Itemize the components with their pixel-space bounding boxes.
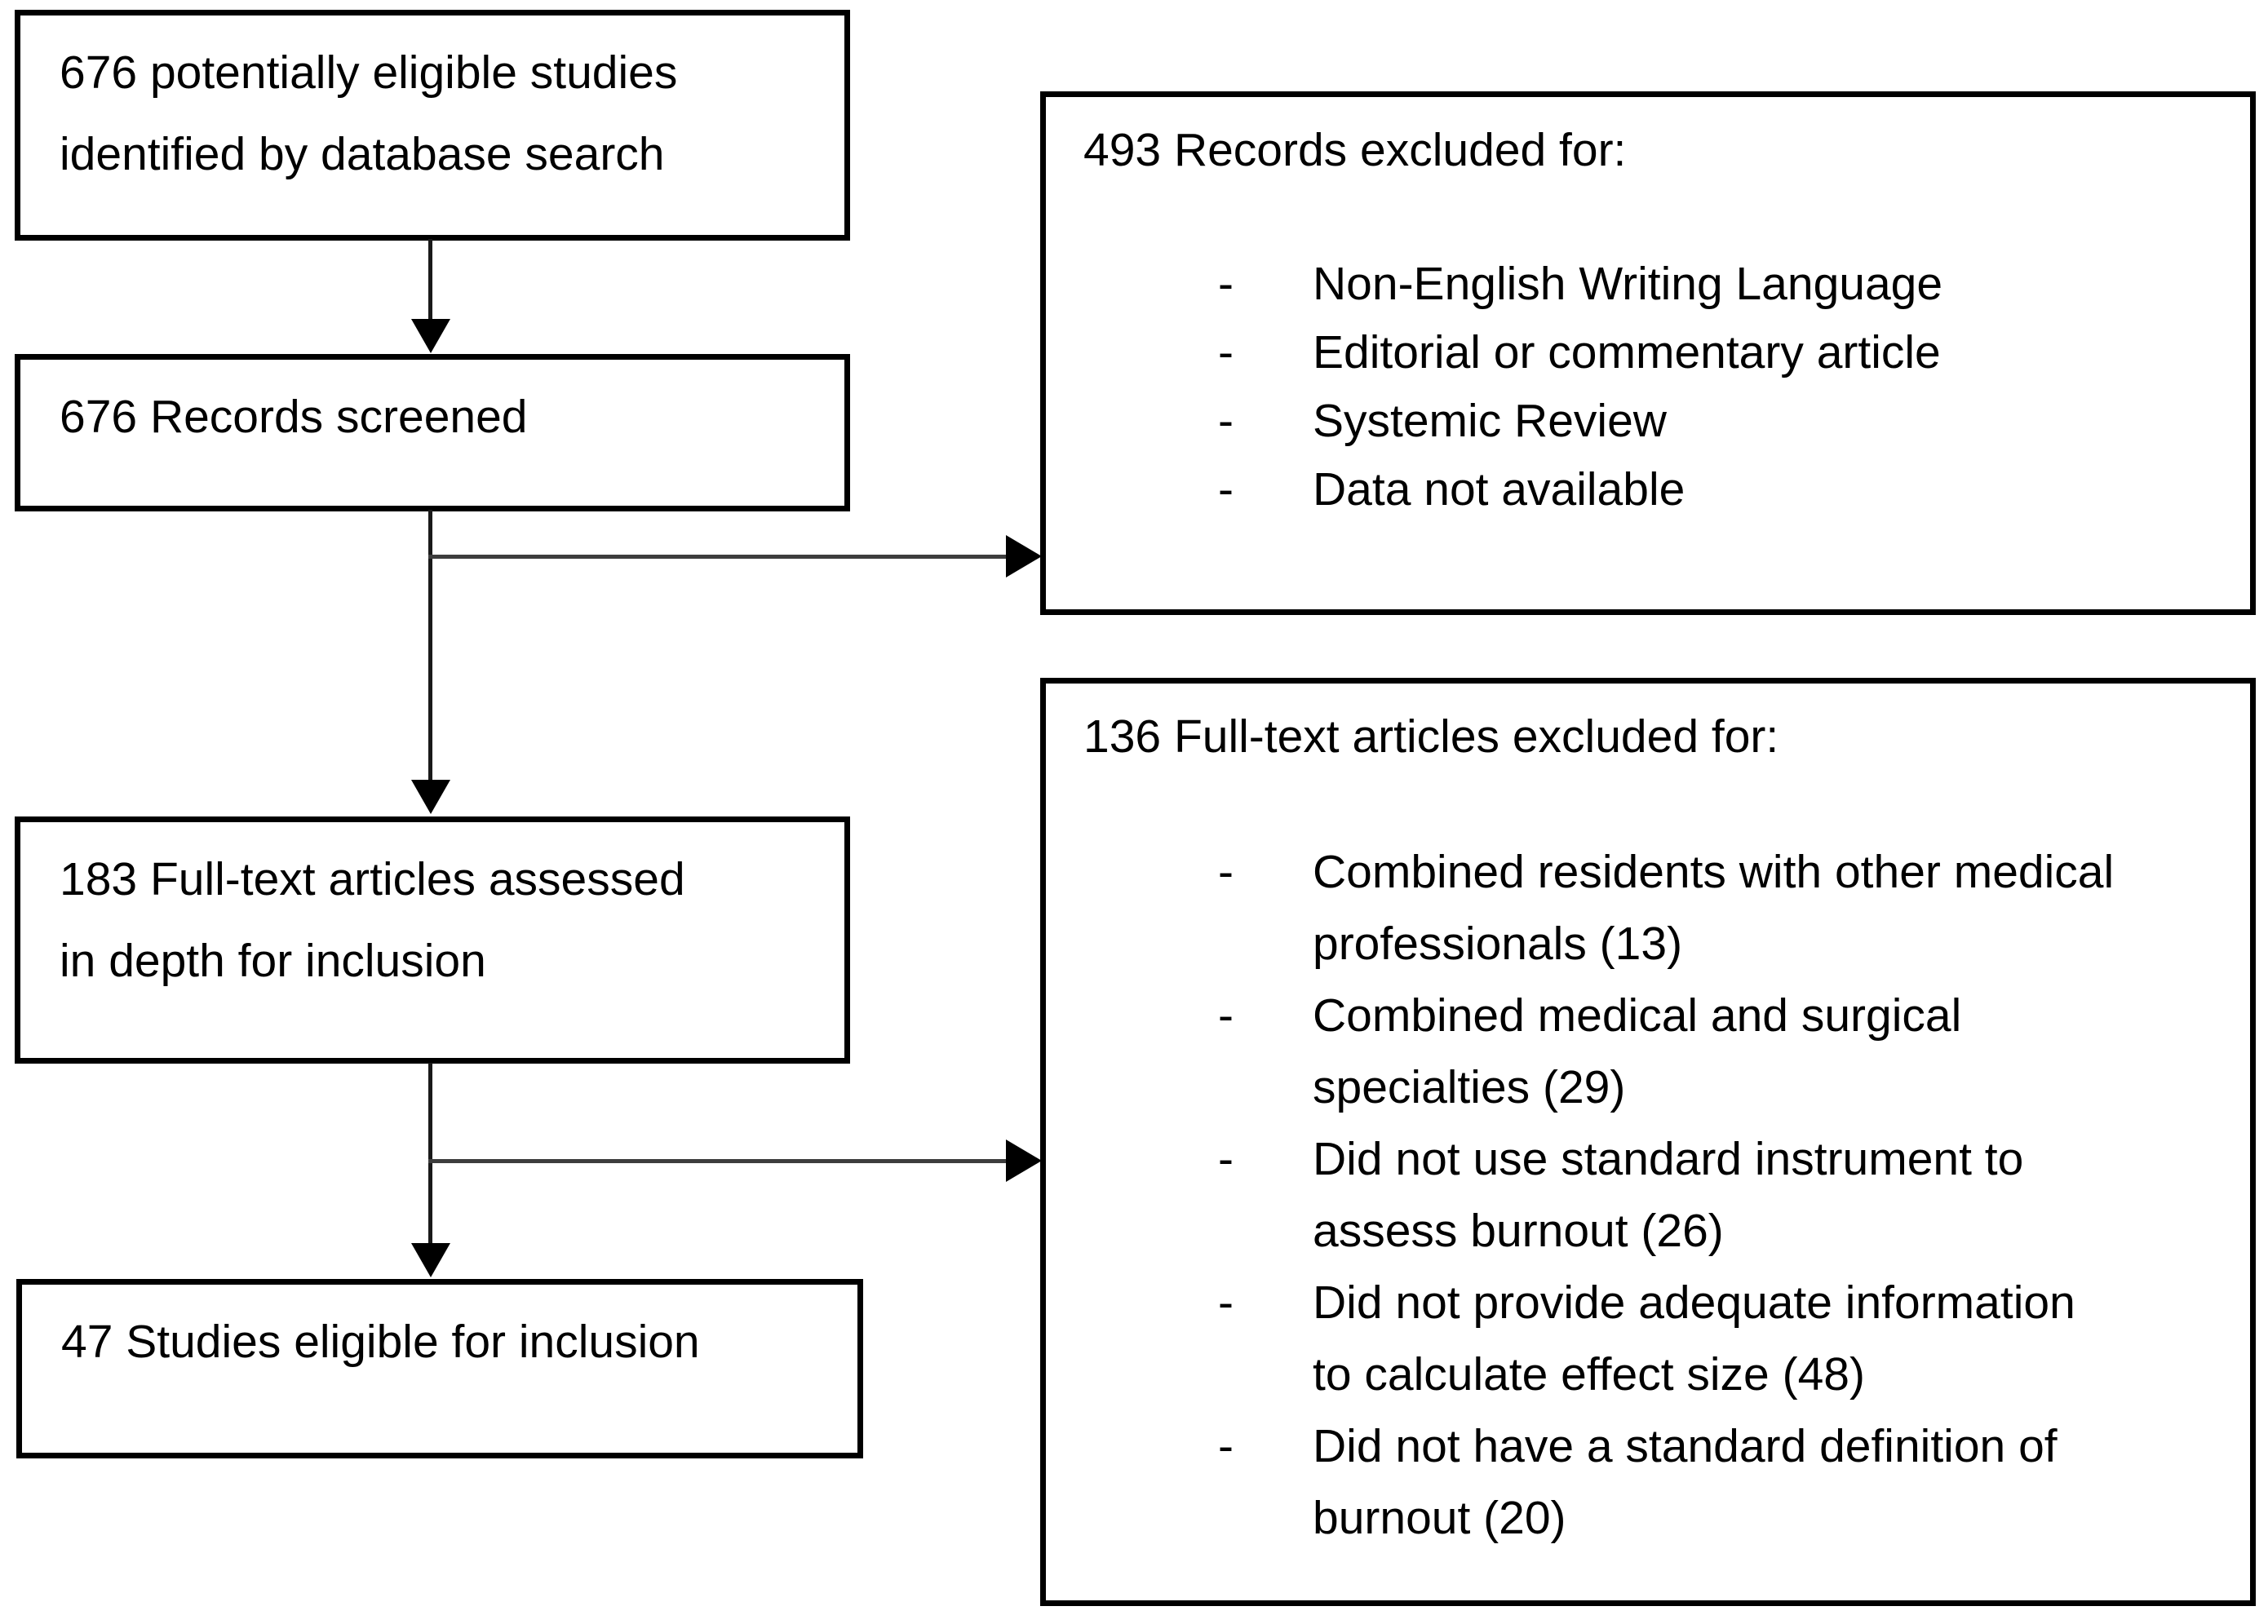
- box-studies-eligible-line1: 47 Studies eligible for inclusion: [61, 1316, 700, 1368]
- fulltext-excluded-title: 136 Full-text articles excluded for:: [1083, 710, 1779, 763]
- connector-fulltext-to-eligible: [428, 1063, 432, 1245]
- bullet-dash: [1218, 1339, 1313, 1410]
- list-item-text: specialties (29): [1313, 1061, 1626, 1113]
- bullet-dash: -: [1218, 846, 1234, 898]
- connector-identified-to-screened: [428, 239, 432, 321]
- records-excluded-list: - Non-English Writing Language - Editori…: [1083, 250, 2226, 524]
- list-item: - Did not provide adequate information: [1083, 1267, 2226, 1339]
- bullet-dash: [1218, 1482, 1313, 1554]
- arrow-down-icon: [411, 319, 450, 353]
- box-studies-identified: 676 potentially eligible studies identif…: [15, 10, 850, 241]
- box-fulltext-excluded: 136 Full-text articles excluded for: - C…: [1040, 678, 2256, 1606]
- arrow-right-icon: [1006, 535, 1042, 577]
- box-fulltext-assessed: 183 Full-text articles assessed in depth…: [15, 816, 850, 1064]
- list-item-text: to calculate effect size (48): [1313, 1348, 1865, 1401]
- fulltext-excluded-list: - Combined residents with other medical …: [1083, 836, 2226, 1554]
- list-item-text: Combined medical and surgical: [1313, 989, 1962, 1042]
- box-records-screened: 676 Records screened: [15, 354, 850, 511]
- list-item-text: Did not have a standard definition of: [1313, 1420, 2058, 1472]
- branch-to-fulltext-excluded: [428, 1159, 1008, 1163]
- bullet-dash: -: [1218, 258, 1234, 310]
- box-records-screened-line1: 676 Records screened: [60, 391, 528, 443]
- list-item: - Non-English Writing Language: [1083, 250, 2226, 318]
- bullet-dash: [1218, 1051, 1313, 1123]
- bullet-dash: -: [1218, 395, 1234, 447]
- list-item: - Data not available: [1083, 455, 2226, 524]
- records-excluded-title: 493 Records excluded for:: [1083, 124, 1627, 176]
- arrow-right-icon: [1006, 1139, 1042, 1182]
- box-records-excluded: 493 Records excluded for: - Non-English …: [1040, 91, 2256, 615]
- list-item-text: Combined residents with other medical: [1313, 846, 2115, 898]
- box-studies-identified-line2: identified by database search: [60, 128, 665, 180]
- arrow-down-icon: [411, 1243, 450, 1277]
- list-item-text: professionals (13): [1313, 918, 1683, 970]
- list-item-text: Did not use standard instrument to: [1313, 1133, 2024, 1185]
- box-fulltext-assessed-line1: 183 Full-text articles assessed: [60, 853, 685, 905]
- bullet-dash: [1218, 908, 1313, 980]
- list-item-text: Editorial or commentary article: [1313, 326, 1941, 378]
- bullet-dash: -: [1218, 1277, 1234, 1329]
- list-item: - Combined residents with other medical: [1083, 836, 2226, 908]
- list-item: - Did not have a standard definition of: [1083, 1410, 2226, 1482]
- list-item-text: assess burnout (26): [1313, 1205, 1724, 1257]
- list-item: - Did not use standard instrument to: [1083, 1123, 2226, 1195]
- bullet-dash: -: [1218, 989, 1234, 1042]
- box-studies-eligible: 47 Studies eligible for inclusion: [16, 1279, 863, 1458]
- list-item: burnout (20): [1083, 1482, 2226, 1554]
- list-item-text: Data not available: [1313, 463, 1685, 516]
- list-item: - Combined medical and surgical: [1083, 980, 2226, 1051]
- bullet-dash: [1218, 1195, 1313, 1267]
- list-item-text: burnout (20): [1313, 1492, 1566, 1544]
- list-item: to calculate effect size (48): [1083, 1339, 2226, 1410]
- list-item: assess burnout (26): [1083, 1195, 2226, 1267]
- bullet-dash: -: [1218, 326, 1234, 378]
- connector-screened-to-fulltext: [428, 510, 432, 781]
- bullet-dash: -: [1218, 1133, 1234, 1185]
- box-fulltext-assessed-line2: in depth for inclusion: [60, 935, 486, 987]
- list-item-text: Did not provide adequate information: [1313, 1277, 2075, 1329]
- list-item-text: Systemic Review: [1313, 395, 1667, 447]
- list-item: specialties (29): [1083, 1051, 2226, 1123]
- branch-to-records-excluded: [428, 555, 1008, 559]
- arrow-down-icon: [411, 780, 450, 814]
- list-item-text: Non-English Writing Language: [1313, 258, 1943, 310]
- list-item: - Systemic Review: [1083, 387, 2226, 455]
- bullet-dash: -: [1218, 463, 1234, 516]
- list-item: - Editorial or commentary article: [1083, 318, 2226, 387]
- box-studies-identified-line1: 676 potentially eligible studies: [60, 46, 678, 99]
- list-item: professionals (13): [1083, 908, 2226, 980]
- bullet-dash: -: [1218, 1420, 1234, 1472]
